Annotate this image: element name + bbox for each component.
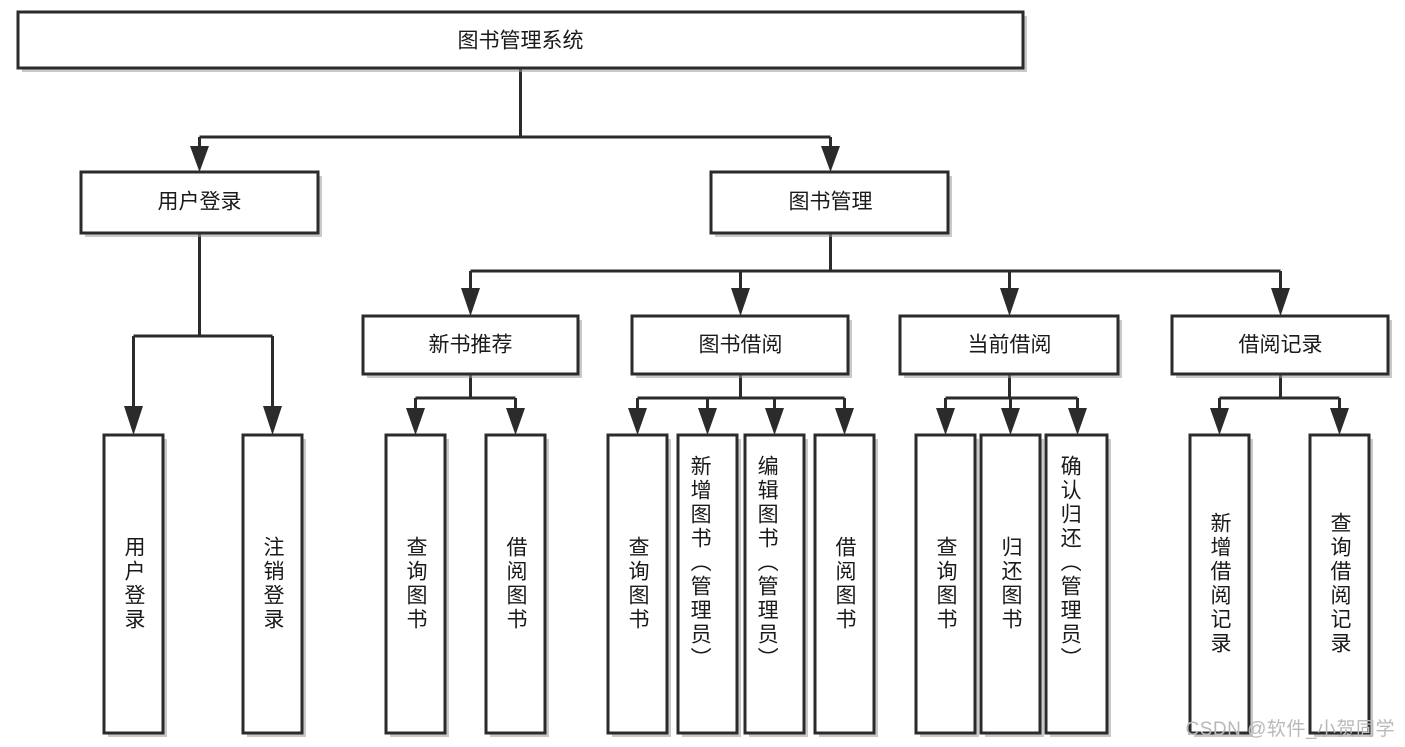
node-user-login[interactable]: 用户登录 — [79, 170, 322, 237]
arrow-head-book-manage — [821, 146, 840, 172]
leaf-bb-borrow-book-label: 借阅图书 — [833, 536, 857, 632]
leaf-cb-query-book-rect — [914, 433, 977, 735]
leaf-nb-borrow-book[interactable]: 借阅图书 — [484, 433, 549, 737]
node-user-login-label: 用户登录 — [158, 191, 242, 214]
leaf-cb-confirm-return[interactable]: 确认归还（管理员） — [1044, 433, 1111, 737]
node-book-manage-label: 图书管理 — [789, 191, 873, 214]
leaf-br-query-record-label: 查询借阅记录 — [1328, 512, 1352, 656]
arrow-head-nb-borrow-book — [506, 408, 525, 435]
leaf-nb-query-book[interactable]: 查询图书 — [384, 433, 449, 737]
node-new-book-recommend-label: 新书推荐 — [429, 334, 513, 357]
leaf-br-query-record-rect — [1308, 433, 1371, 735]
arrow-head-new-book — [461, 288, 480, 316]
leaf-nb-borrow-book-label: 借阅图书 — [504, 536, 528, 632]
arrow-head-cb-confirm-return — [1068, 408, 1087, 435]
leaf-user-login-rect — [102, 433, 165, 735]
leaf-cb-return-book-rect — [979, 433, 1042, 735]
leaf-bb-edit-book-rect — [743, 433, 806, 735]
leaf-bb-add-book-rect — [676, 433, 739, 735]
node-book-borrow[interactable]: 图书借阅 — [630, 314, 852, 378]
leaf-bb-add-book[interactable]: 新增图书（管理员） — [676, 433, 741, 737]
leaf-cb-query-book[interactable]: 查询图书 — [914, 433, 979, 737]
leaf-br-add-record-rect — [1188, 433, 1251, 735]
arrow-head-bb-borrow-book — [835, 408, 854, 435]
node-book-borrow-rect — [630, 314, 850, 376]
arrow-head-nb-query-book — [406, 408, 425, 435]
leaf-cb-query-book-label: 查询图书 — [934, 536, 958, 632]
node-new-book-recommend-rect — [361, 314, 580, 376]
arrow-head-borrow-record — [1271, 288, 1290, 316]
arrow-head-bb-query-book — [628, 408, 647, 435]
node-current-borrow[interactable]: 当前借阅 — [898, 314, 1122, 378]
leaf-bb-query-book[interactable]: 查询图书 — [606, 433, 671, 737]
leaf-bb-query-book-label: 查询图书 — [626, 536, 650, 632]
arrow-head-current-borrow — [1000, 288, 1019, 316]
leaf-cb-confirm-return-rect — [1044, 433, 1109, 735]
node-current-borrow-label: 当前借阅 — [968, 334, 1052, 357]
arrow-head-user-login — [190, 146, 209, 172]
leaf-nb-query-book-label: 查询图书 — [404, 536, 428, 632]
node-user-login-rect — [79, 170, 320, 235]
leaf-logout-label: 注销登录 — [261, 536, 285, 632]
leaf-bb-borrow-book-rect — [813, 433, 876, 735]
leaf-bb-edit-book-label: 编辑图书（管理员） — [755, 455, 779, 671]
node-current-borrow-rect — [898, 314, 1120, 376]
leaf-cb-confirm-return-label: 确认归还（管理员） — [1058, 455, 1082, 671]
leaf-logout[interactable]: 注销登录 — [241, 433, 306, 737]
node-borrow-record-label: 借阅记录 — [1239, 334, 1323, 357]
arrow-head-cb-query-book — [936, 408, 955, 435]
arrow-head-leaf-user-login — [124, 406, 143, 435]
leaf-bb-add-book-label: 新增图书（管理员） — [688, 455, 712, 671]
leaf-bb-edit-book[interactable]: 编辑图书（管理员） — [743, 433, 808, 737]
node-book-manage-rect — [709, 170, 950, 235]
arrow-head-cb-return-book — [1001, 408, 1020, 435]
node-root[interactable]: 图书管理系统 — [16, 10, 1027, 72]
leaf-bb-borrow-book[interactable]: 借阅图书 — [813, 433, 878, 737]
leaf-br-add-record-label: 新增借阅记录 — [1208, 512, 1232, 656]
node-root-label: 图书管理系统 — [458, 30, 584, 53]
arrow-head-br-query-record — [1330, 408, 1349, 435]
arrow-head-book-borrow — [731, 288, 750, 316]
leaf-nb-borrow-book-rect — [484, 433, 547, 735]
leaf-user-login-label: 用户登录 — [122, 536, 146, 632]
leaf-br-query-record[interactable]: 查询借阅记录 — [1308, 433, 1373, 737]
node-book-manage[interactable]: 图书管理 — [709, 170, 952, 237]
leaf-cb-return-book[interactable]: 归还图书 — [979, 433, 1044, 737]
node-new-book-recommend[interactable]: 新书推荐 — [361, 314, 582, 378]
arrow-head-bb-edit-book — [765, 408, 784, 435]
leaf-br-add-record[interactable]: 新增借阅记录 — [1188, 433, 1253, 737]
leaf-user-login[interactable]: 用户登录 — [102, 433, 167, 737]
arrow-head-leaf-logout — [263, 406, 282, 435]
leaf-logout-rect — [241, 433, 304, 735]
arrow-head-bb-add-book — [698, 408, 717, 435]
leaf-nb-query-book-rect — [384, 433, 447, 735]
node-borrow-record-rect — [1170, 314, 1390, 376]
node-book-borrow-label: 图书借阅 — [699, 334, 783, 357]
node-borrow-record[interactable]: 借阅记录 — [1170, 314, 1392, 378]
connectors-layer — [124, 68, 1349, 435]
leaf-cb-return-book-label: 归还图书 — [999, 536, 1023, 632]
arrow-head-br-add-record — [1210, 408, 1229, 435]
leaf-bb-query-book-rect — [606, 433, 669, 735]
node-root-rect — [16, 10, 1025, 70]
